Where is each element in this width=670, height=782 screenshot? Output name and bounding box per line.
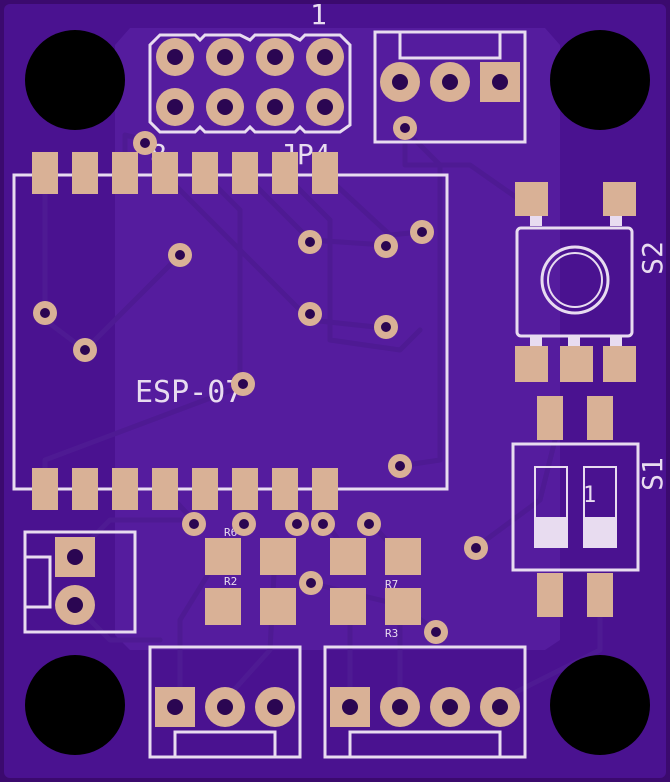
mounting-holes <box>25 30 650 755</box>
esp07-module: ESP-07 <box>12 152 449 510</box>
header-top-right <box>373 30 527 144</box>
s1-label: S1 <box>636 457 669 491</box>
s1-dip-switch: 1 S1 <box>511 396 669 617</box>
mounting-hole-top-left <box>25 30 125 130</box>
jp4-pins <box>156 38 344 126</box>
resistors: R6 R2 R7 R3 <box>205 526 421 640</box>
jp4-header: 1 8 JP4 <box>148 0 352 171</box>
header-bottom-4pin <box>323 645 527 759</box>
s2-push-button: S2 <box>515 182 669 382</box>
header-bottom-3pin <box>148 645 302 759</box>
r3-label: R3 <box>385 627 398 640</box>
r7-label: R7 <box>385 578 398 591</box>
mounting-hole-bottom-left <box>25 655 125 755</box>
mounting-hole-bottom-right <box>550 655 650 755</box>
vias <box>33 116 488 644</box>
s2-label: S2 <box>636 241 669 275</box>
r2-label: R2 <box>224 575 237 588</box>
esp07-bottom-pads <box>32 468 338 510</box>
s1-switch-label: 1 <box>583 483 596 508</box>
jp4-pin1-label: 1 <box>310 0 327 31</box>
header-left <box>23 530 137 634</box>
mounting-hole-top-right <box>550 30 650 130</box>
module-label: ESP-07 <box>135 375 243 410</box>
esp07-top-pads <box>32 152 338 194</box>
